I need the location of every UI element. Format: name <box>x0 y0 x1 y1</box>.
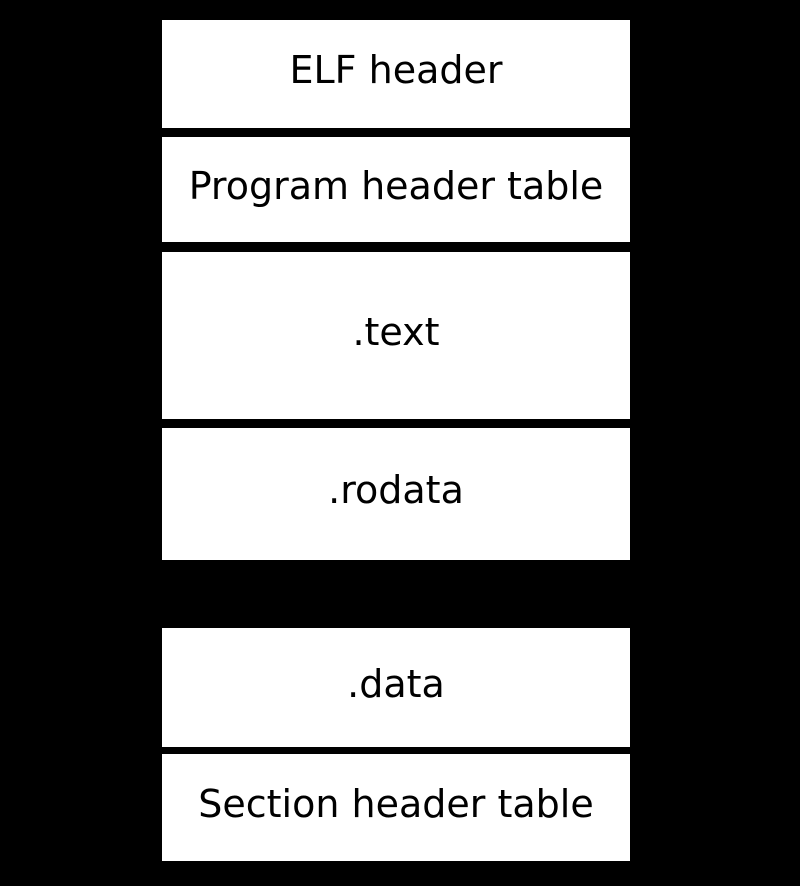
program-header-table-box: Program header table <box>159 134 633 245</box>
text-section-box: .text <box>159 249 633 422</box>
data-section-box: .data <box>159 625 633 750</box>
text-section-label: .text <box>352 309 440 354</box>
section-header-table-label: Section header table <box>198 781 594 826</box>
rodata-section-label: .rodata <box>328 468 464 513</box>
rodata-section-box: .rodata <box>159 425 633 563</box>
section-header-table-box: Section header table <box>159 751 633 864</box>
data-section-label: .data <box>347 661 445 706</box>
program-header-table-label: Program header table <box>188 163 604 208</box>
elf-header-label: ELF header <box>289 48 503 93</box>
elf-header-box: ELF header <box>159 17 633 131</box>
